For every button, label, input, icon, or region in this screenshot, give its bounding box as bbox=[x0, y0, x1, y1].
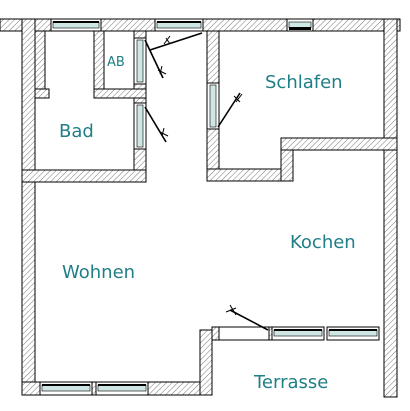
wall-kochen-north bbox=[280, 137, 398, 151]
room-label-wohnen: Wohnen bbox=[62, 262, 135, 283]
wall-ab-south bbox=[93, 88, 147, 99]
door-handle-schlafen bbox=[233, 93, 243, 103]
wall-bad-niche bbox=[34, 30, 46, 98]
wall-schlafen-south bbox=[206, 168, 294, 182]
room-label-bad: Bad bbox=[59, 121, 94, 142]
windows bbox=[39, 18, 380, 396]
room-label-terrasse: Terrasse bbox=[253, 372, 328, 393]
door-leaf-ab bbox=[144, 39, 164, 79]
door-frame-terrace bbox=[218, 326, 270, 341]
wall-ab-west bbox=[93, 30, 105, 98]
door-handle-terrace bbox=[225, 304, 237, 316]
wall-terrace-step bbox=[199, 329, 213, 396]
door-leaf-top-center bbox=[149, 32, 203, 51]
room-label-kochen: Kochen bbox=[290, 232, 356, 253]
walls bbox=[0, 18, 401, 398]
door-handle-ab bbox=[157, 65, 167, 75]
door-handle-top-center bbox=[163, 35, 171, 45]
room-label-schlafen: Schlafen bbox=[265, 72, 343, 93]
wall-left-exterior bbox=[21, 18, 36, 394]
doors bbox=[133, 32, 269, 331]
wall-bad-south bbox=[21, 169, 147, 183]
wall-bad-niche-bottom bbox=[34, 88, 50, 99]
room-label-ab: AB bbox=[107, 55, 125, 70]
door-leaf-terrace bbox=[229, 309, 269, 331]
wall-right-exterior bbox=[383, 18, 398, 398]
door-leaf-bad bbox=[144, 106, 167, 143]
door-handle-bad bbox=[159, 127, 169, 137]
room-labels: AB Bad Schlafen Wohnen Kochen Terrasse bbox=[59, 55, 356, 393]
